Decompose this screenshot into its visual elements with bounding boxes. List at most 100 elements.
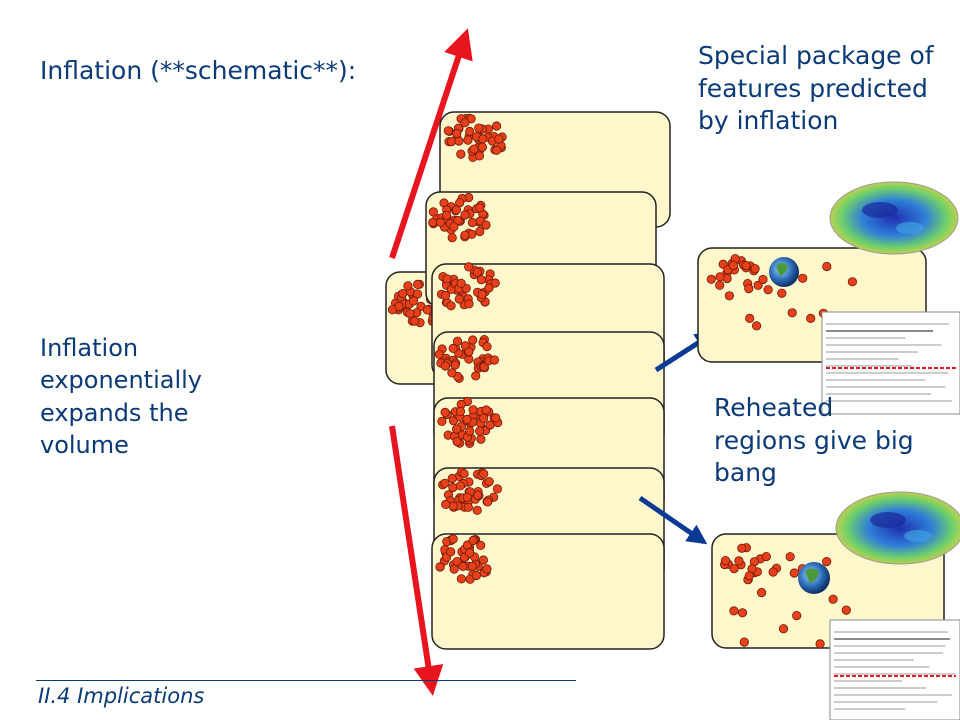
particle-dot [462,414,472,424]
particle-dot [463,135,473,145]
particle-dot [741,260,751,271]
particle-dot [441,499,451,509]
particle-dot [428,207,438,217]
particle-dot [798,273,808,283]
particle-dot [412,289,423,299]
particle-dot [490,278,500,288]
particle-dot [468,405,478,415]
particle-dot [440,290,451,300]
cmb-sky-map-upper [829,181,959,255]
expansion-arrow-up [389,28,473,259]
particle-dot [484,476,494,487]
particle-dot [750,264,760,274]
particle-dot [751,321,762,331]
particle-dot [475,226,485,237]
particle-dot [477,289,487,299]
particle-dot [442,274,452,284]
particle-dot [446,547,456,557]
features-note: Special package of features predicted by… [698,41,934,135]
particle-dot [435,217,446,227]
reheat-arrow-lower [638,495,708,545]
particle-dot [841,605,851,615]
particle-dot [475,203,485,213]
particle-dot [777,288,787,298]
particle-dot [452,336,463,346]
particle-dot [464,347,474,357]
particle-dot [398,288,408,299]
particle-dot [465,426,475,436]
particle-dot [463,502,473,512]
particle-dot [475,426,485,436]
particle-dot [481,220,491,230]
particle-dot [458,561,468,572]
particle-dot [474,151,485,161]
particle-dot [787,308,797,318]
particle-dot [822,556,832,567]
particle-dot [446,301,456,311]
particle-dot [447,233,457,243]
particle-dot [467,561,477,571]
particle-dot [467,217,477,228]
particle-dot [447,368,457,378]
particle-dot [706,274,716,284]
slide-title: Inflation (**schematic**): [40,56,357,85]
expansion-note: Inflation exponentially expands the volu… [40,334,202,460]
particle-dot [720,555,731,566]
particle-dot [715,280,725,290]
particle-dot [451,424,462,434]
particle-dot [792,610,802,621]
particle-dot [728,260,739,271]
particle-dot [460,118,470,128]
particle-dot [460,210,470,220]
particle-dot [745,313,755,323]
particle-dot [394,301,404,311]
particle-dot [479,362,489,372]
particle-dot [778,624,789,634]
particle-dot [443,126,453,136]
particle-dot [454,136,464,146]
particle-dot [471,371,481,381]
particle-dot [737,543,747,553]
particle-dot [448,501,458,511]
particle-dot [822,261,832,272]
expansion-arrow-down [389,425,444,696]
particle-dot [440,478,450,488]
cmb-sky-map-lower [835,491,960,565]
particle-dot [724,291,735,301]
particle-dot [477,142,487,152]
particle-dot [815,639,825,649]
particle-dot [456,574,466,584]
particle-dot [409,316,420,326]
particle-dot [483,497,493,507]
particle-dot [455,198,465,208]
particle-dot [408,296,419,306]
particle-dot [459,469,469,479]
particle-dot [462,492,472,502]
particle-dot [476,540,486,551]
particle-dot [806,313,816,323]
particle-dot [737,608,748,618]
particle-dot [441,210,452,220]
particle-dot [482,564,492,574]
particle-dot [405,309,415,319]
particle-dot [449,222,459,232]
particle-dot [472,505,482,515]
particle-dot [828,594,838,604]
particle-dot [763,285,773,295]
particle-dot [473,490,483,500]
particle-dot [464,262,474,272]
particle-dot [471,570,481,581]
particle-dot [492,484,502,494]
particle-dot [478,134,488,144]
section-footer: II.4 Implications [38,684,205,708]
particle-dot [465,126,475,137]
particle-dot [468,335,478,345]
particle-dot [479,413,489,423]
particle-dot [440,407,450,417]
particle-dot [785,552,795,562]
particle-dot [489,355,500,365]
particle-dot [734,556,744,566]
particle-dot [428,217,438,228]
particle-dot [448,534,458,544]
